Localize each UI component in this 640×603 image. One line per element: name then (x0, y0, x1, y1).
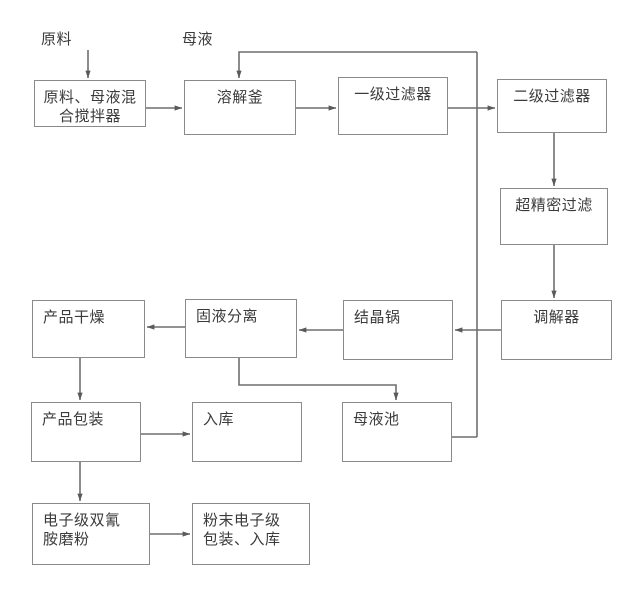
node-product-drying[interactable]: 产品干燥 (32, 300, 145, 358)
node-secondary-filter[interactable]: 二级过滤器 (497, 79, 607, 133)
node-secondary-filter-label: 二级过滤器 (513, 87, 591, 105)
node-mixer[interactable]: 原料、母液混 合搅拌器 (34, 80, 146, 127)
label-mother-liquor-input: 母液 (182, 30, 214, 48)
node-solid-liquid-separation[interactable]: 固液分离 (185, 299, 297, 358)
node-solid-liquid-separation-label: 固液分离 (196, 307, 259, 325)
edge-mother-liquor-to-dissolving-kettle (236, 51, 477, 79)
node-crystallizer-label: 结晶锅 (354, 308, 401, 326)
node-mother-liquor-tank-label: 母液池 (353, 410, 400, 428)
node-primary-filter-label: 一级过滤器 (354, 85, 432, 103)
node-electronic-grade-dicyandiamide-grinding-label: 电子级双氰 胺磨粉 (43, 511, 121, 549)
node-powder-electronic-grade-packaging-warehousing-label: 粉末电子级 包装、入库 (203, 511, 281, 549)
label-raw-material-input: 原料 (41, 30, 73, 48)
node-primary-filter[interactable]: 一级过滤器 (338, 77, 448, 135)
node-mixer-label: 原料、母液混 合搅拌器 (43, 88, 137, 126)
node-crystallizer[interactable]: 结晶锅 (343, 300, 453, 360)
node-ultra-fine-filter[interactable]: 超精密过滤 (500, 188, 608, 245)
node-product-drying-label: 产品干燥 (43, 308, 106, 326)
node-regulator[interactable]: 调解器 (501, 300, 612, 360)
edge-solid-liquid-separation-to-mother-liquor-tank (238, 358, 399, 401)
node-product-packaging[interactable]: 产品包装 (31, 402, 141, 462)
node-ultra-fine-filter-label: 超精密过滤 (515, 196, 593, 214)
node-dissolving-kettle[interactable]: 溶解釜 (184, 80, 296, 135)
node-warehousing[interactable]: 入库 (192, 402, 302, 462)
node-powder-electronic-grade-packaging-warehousing[interactable]: 粉末电子级 包装、入库 (192, 503, 310, 565)
node-product-packaging-label: 产品包装 (42, 410, 105, 428)
node-electronic-grade-dicyandiamide-grinding[interactable]: 电子级双氰 胺磨粉 (32, 503, 150, 565)
node-mother-liquor-tank[interactable]: 母液池 (342, 402, 452, 462)
node-dissolving-kettle-label: 溶解釜 (216, 88, 264, 106)
node-warehousing-label: 入库 (203, 410, 235, 428)
node-regulator-label: 调解器 (533, 308, 580, 326)
